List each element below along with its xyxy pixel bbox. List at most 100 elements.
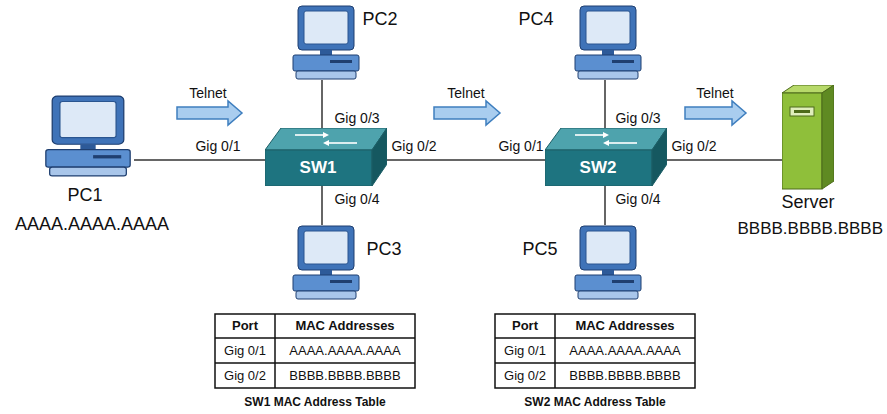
switch-top: [265, 128, 387, 150]
port-label: Gig 0/2: [671, 139, 716, 154]
device-name: PC1: [67, 186, 102, 206]
mac-address: AAAA.AAAA.AAAA: [15, 215, 169, 235]
port-label: Gig 0/2: [391, 139, 436, 154]
switch-arrowhead: [603, 132, 609, 138]
table-header: MAC Addresses: [295, 319, 394, 333]
switch-name: SW1: [300, 159, 337, 178]
pc-base: [46, 150, 130, 167]
keyboard: [296, 291, 356, 299]
mac-tables: [215, 314, 695, 388]
protocol-label: Telnet: [189, 86, 226, 101]
table-rule: [215, 337, 415, 339]
server-icon: ServerBBBB.BBBB.BBBB: [782, 85, 834, 190]
telnet-arrow: [685, 101, 746, 125]
switch-arrow: [609, 142, 637, 144]
pc-base: [293, 275, 359, 291]
server-side: [822, 85, 834, 189]
switch-front: [545, 150, 652, 186]
keyboard: [296, 71, 356, 79]
switch-name: SW2: [580, 159, 617, 178]
switch-arrow: [329, 142, 357, 144]
telnet-arrow: [177, 101, 242, 125]
device-name: PC2: [362, 10, 397, 30]
monitor-neck: [602, 50, 614, 55]
keyboard: [578, 71, 638, 79]
table-cell: Gig 0/1: [224, 344, 266, 358]
switch-side: [372, 128, 387, 186]
switch-arrowhead: [603, 140, 609, 146]
network-link: [604, 80, 606, 128]
device-name: PC5: [523, 240, 558, 260]
monitor-screen: [586, 11, 630, 44]
switch-body: [265, 128, 387, 186]
monitor-frame: [580, 6, 636, 50]
table-rule: [495, 362, 695, 364]
keyboard: [50, 167, 127, 176]
table-border: [215, 314, 415, 388]
switch-front: [265, 150, 372, 186]
monitor-screen: [304, 231, 348, 264]
table-header: MAC Addresses: [575, 319, 674, 333]
pc-base: [293, 55, 359, 71]
table-header: Port: [512, 319, 538, 333]
switch-body: [545, 128, 667, 186]
pc-base: [575, 275, 641, 291]
port-label: Gig 0/1: [195, 139, 240, 154]
table-rule: [215, 362, 415, 364]
network-link: [321, 186, 323, 225]
protocol-label: Telnet: [447, 86, 484, 101]
network-link: [604, 186, 606, 225]
table-caption: SW1 MAC Address Table: [244, 396, 385, 409]
drive-slot: [93, 155, 121, 158]
pc-icon: PC3: [290, 225, 362, 300]
monitor-frame: [298, 226, 354, 270]
monitor-frame: [52, 96, 124, 144]
table-cell: Gig 0/1: [504, 344, 546, 358]
network-link: [321, 80, 323, 128]
table-cell: BBBB.BBBB.BBBB: [569, 369, 680, 383]
monitor-neck: [80, 144, 95, 149]
switch-arrowhead: [323, 132, 329, 138]
pc-icon: PC5: [572, 225, 644, 300]
switch-arrow: [295, 134, 323, 136]
port-label: Gig 0/1: [498, 139, 543, 154]
port-label: Gig 0/4: [615, 192, 660, 207]
server-body: [782, 85, 834, 190]
port-label: Gig 0/3: [615, 111, 660, 126]
table-cell: AAAA.AAAA.AAAA: [569, 344, 680, 358]
pc-body: [572, 5, 644, 80]
monitor-neck: [320, 270, 332, 275]
device-name: PC3: [366, 240, 401, 260]
device-name: Server: [782, 193, 835, 213]
drive-slot: [330, 60, 352, 63]
device-name: PC4: [519, 10, 554, 30]
drive-slot: [612, 60, 634, 63]
drive-slot: [612, 280, 634, 283]
table-cell: BBBB.BBBB.BBBB: [289, 369, 400, 383]
table-rule: [554, 314, 556, 388]
table-cell: Gig 0/2: [224, 369, 266, 383]
port-label: Gig 0/4: [334, 192, 379, 207]
pc-body: [42, 95, 134, 177]
monitor-screen: [60, 102, 116, 138]
monitor-neck: [602, 270, 614, 275]
monitor-frame: [580, 226, 636, 270]
table-border: [495, 314, 695, 388]
table-rule: [495, 337, 695, 339]
monitor-screen: [586, 231, 630, 264]
table-rule: [274, 314, 276, 388]
network-link: [134, 159, 265, 161]
table-cell: AAAA.AAAA.AAAA: [289, 344, 400, 358]
pc-body: [290, 225, 362, 300]
drive-slot: [330, 280, 352, 283]
table-caption: SW2 MAC Address Table: [524, 396, 665, 409]
table-header: Port: [232, 319, 258, 333]
pc-body: [290, 5, 362, 80]
switch-symbol: SW2: [545, 128, 667, 186]
pc-base: [575, 55, 641, 71]
server-slot: [794, 110, 810, 113]
monitor-frame: [298, 6, 354, 50]
monitor-neck: [320, 50, 332, 55]
network-link: [667, 159, 782, 161]
